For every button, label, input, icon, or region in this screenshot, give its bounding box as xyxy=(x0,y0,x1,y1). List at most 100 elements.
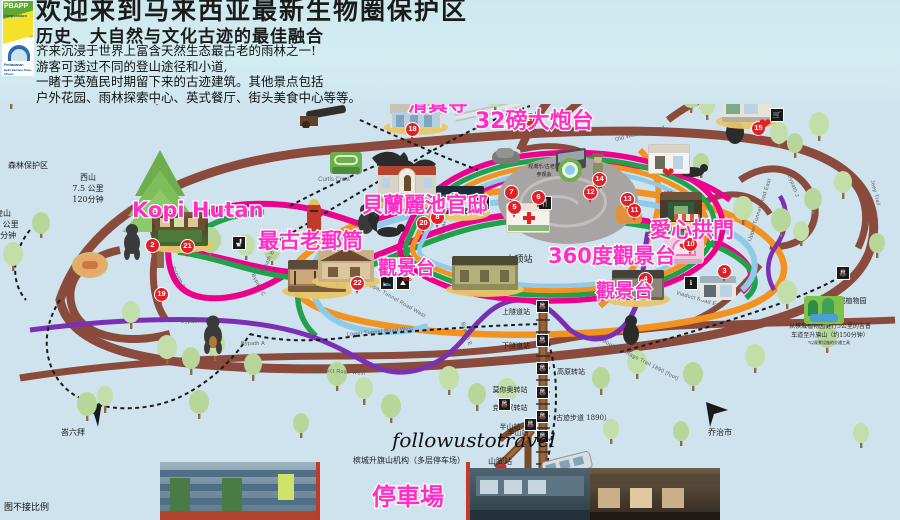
pin-number: 18 xyxy=(405,122,420,137)
curtis-crest-tile[interactable] xyxy=(330,152,362,174)
map-pin-21[interactable]: 21 xyxy=(180,239,195,258)
map-pin-12[interactable]: 12 xyxy=(583,185,598,204)
intro-line-2: 一睹于英殖民时期留下来的古迹建筑。其他景点包括 xyxy=(36,74,324,89)
tram-shelter-tile xyxy=(700,276,736,300)
map-pin-7[interactable]: 7 xyxy=(504,185,519,204)
map-pin-2[interactable]: 2 xyxy=(145,238,160,257)
toilet-icon: 🚽 xyxy=(476,196,490,210)
attraction-label-9[interactable]: 愛心拱門 xyxy=(649,217,735,242)
map-pin-15[interactable]: 15 xyxy=(751,121,766,140)
attraction-label-6[interactable]: 最古老郵筒 xyxy=(257,228,364,253)
viaduct-road xyxy=(19,316,896,382)
aed-marker-0: ❤ AED xyxy=(399,252,415,282)
tree xyxy=(293,413,309,438)
tree xyxy=(869,233,885,258)
map-pin-6[interactable]: 6 xyxy=(531,190,546,209)
map-pin-5[interactable]: 5 xyxy=(507,200,522,219)
map-text-9: *以观景设施的交通工具 xyxy=(808,340,850,345)
tree xyxy=(603,419,619,444)
pin-number: 14 xyxy=(592,172,607,187)
map-text-11: 下隧道站 xyxy=(502,342,530,350)
tree xyxy=(439,366,459,395)
tree xyxy=(834,171,852,199)
scale-disclaimer: 图不接比例 xyxy=(4,503,50,513)
heart-icon: ❤ xyxy=(661,165,675,182)
attraction-label-5[interactable]: 貝蘭麗池官邸 xyxy=(361,192,489,217)
map-pin-3[interactable]: 3 xyxy=(717,264,732,283)
terminal-interior-photo[interactable] xyxy=(590,468,720,520)
pin-number: 9 xyxy=(447,192,462,207)
map-text-7: 槟城植物园 xyxy=(831,297,867,305)
map-pin-14[interactable]: 14 xyxy=(592,172,607,191)
tree xyxy=(3,242,23,271)
map-pin-22[interactable]: 22 xyxy=(350,276,365,295)
road-label-10: Bypath A xyxy=(241,341,265,347)
aed-marker-2: ❤AED xyxy=(757,117,773,146)
map-pin-10[interactable]: 10 xyxy=(683,237,698,256)
rail-spur xyxy=(493,428,535,471)
attraction-label-8[interactable]: 360度觀景台 xyxy=(547,243,677,268)
botanic-gardens-tile[interactable] xyxy=(804,296,844,324)
map-pin-19[interactable]: 19 xyxy=(154,287,169,306)
map-pin-9[interactable]: 9 xyxy=(447,192,462,211)
pin-number: 22 xyxy=(350,276,365,291)
tree xyxy=(770,122,788,148)
attraction-label-11[interactable]: 停車場 xyxy=(371,483,445,511)
attraction-label-7[interactable]: 觀景台 xyxy=(377,256,436,279)
pin-number: 19 xyxy=(154,287,169,302)
pin-number: 8 xyxy=(430,210,445,225)
tree xyxy=(355,377,373,405)
heart-icon: ❤ xyxy=(400,252,414,269)
map-pin-20[interactable]: 20 xyxy=(416,216,431,235)
pin-number: 3 xyxy=(717,264,732,279)
map-pin-17[interactable]: 17 xyxy=(523,112,538,131)
map-pin-8[interactable]: 8 xyxy=(430,210,445,229)
funicular-icon: 🚇 xyxy=(536,334,549,347)
snake-sanctuary-tile[interactable] xyxy=(72,252,108,278)
lodging-icon: 🛌 xyxy=(380,276,394,290)
pin-number: 6 xyxy=(531,190,546,205)
cannon-tile[interactable] xyxy=(300,104,350,128)
map-pin-11[interactable]: 11 xyxy=(627,203,642,222)
page-title: 欢迎来到马来西亚最新生物圈保护区 xyxy=(36,0,469,25)
tree xyxy=(592,367,610,395)
jeep-trail-loop xyxy=(55,126,879,374)
direction-arrow-georgetown xyxy=(706,402,728,427)
funicular-icon: 🚇 xyxy=(536,386,549,399)
map-text-21: 半山站 xyxy=(507,429,529,437)
pin-number: 5 xyxy=(507,200,522,215)
attraction-label-4[interactable]: Kopi Hutan xyxy=(131,197,265,222)
funicular-icon: 🚇 xyxy=(498,398,511,411)
shop-icon: 🛒 xyxy=(770,108,784,122)
attraction-label-10[interactable]: 觀景台 xyxy=(595,279,654,302)
bel-retiro-mansion-tile[interactable] xyxy=(372,166,442,209)
tree xyxy=(264,243,280,265)
tree xyxy=(244,353,262,381)
parking-garage-photo[interactable] xyxy=(160,462,320,520)
map-pin-4[interactable]: 4 xyxy=(638,272,653,291)
map-text-15: 半山站 xyxy=(499,423,521,431)
kopi-hutan-tile[interactable] xyxy=(146,212,214,253)
toilet-icon: 🚽 xyxy=(232,236,246,250)
funicular-station-photo[interactable] xyxy=(470,468,590,520)
suspension-bridge xyxy=(454,100,521,122)
first-aid-post-tile[interactable] xyxy=(506,203,550,233)
attraction-label-3[interactable]: 32磅大炮台 xyxy=(474,108,595,134)
aed-label: AED xyxy=(402,277,412,282)
white-building-tile[interactable] xyxy=(648,144,690,174)
summit-viewing-deck-tile[interactable] xyxy=(446,256,524,297)
monkey-icon xyxy=(623,315,639,345)
pin-number: 20 xyxy=(416,216,431,231)
logo-footer-1: Perbadanan xyxy=(4,63,24,67)
funicular-icon: 🚇 xyxy=(536,410,549,423)
map-pin-18[interactable]: 18 xyxy=(405,122,420,141)
tree xyxy=(745,344,765,373)
pink-trail xyxy=(167,209,754,295)
funicular-icon: 🚇 xyxy=(536,362,549,375)
pin-number: 10 xyxy=(683,237,698,252)
post-box-tile[interactable] xyxy=(297,196,331,241)
wooden-chalet-tile[interactable] xyxy=(312,250,380,289)
tree xyxy=(32,212,50,238)
